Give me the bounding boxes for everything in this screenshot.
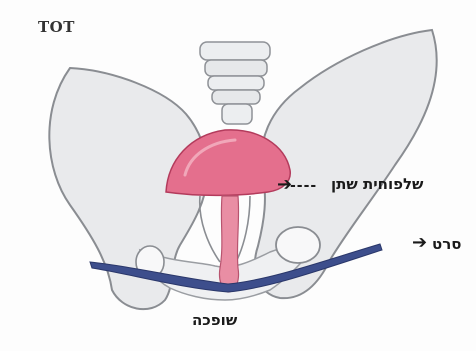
bladder-label: שלפוחית שתן [331,175,423,193]
obturator-foramen [276,227,320,263]
diagram-title: TOT [38,18,75,36]
urethra [219,196,238,292]
urethra-label: שופכה [192,311,237,329]
spine [200,42,270,124]
inner-pelvic-contour [200,196,220,262]
tape-arrow-icon: ➔ [412,232,427,253]
tape-label: סרט [432,235,461,253]
bladder-leader-line: ---- [290,178,317,194]
